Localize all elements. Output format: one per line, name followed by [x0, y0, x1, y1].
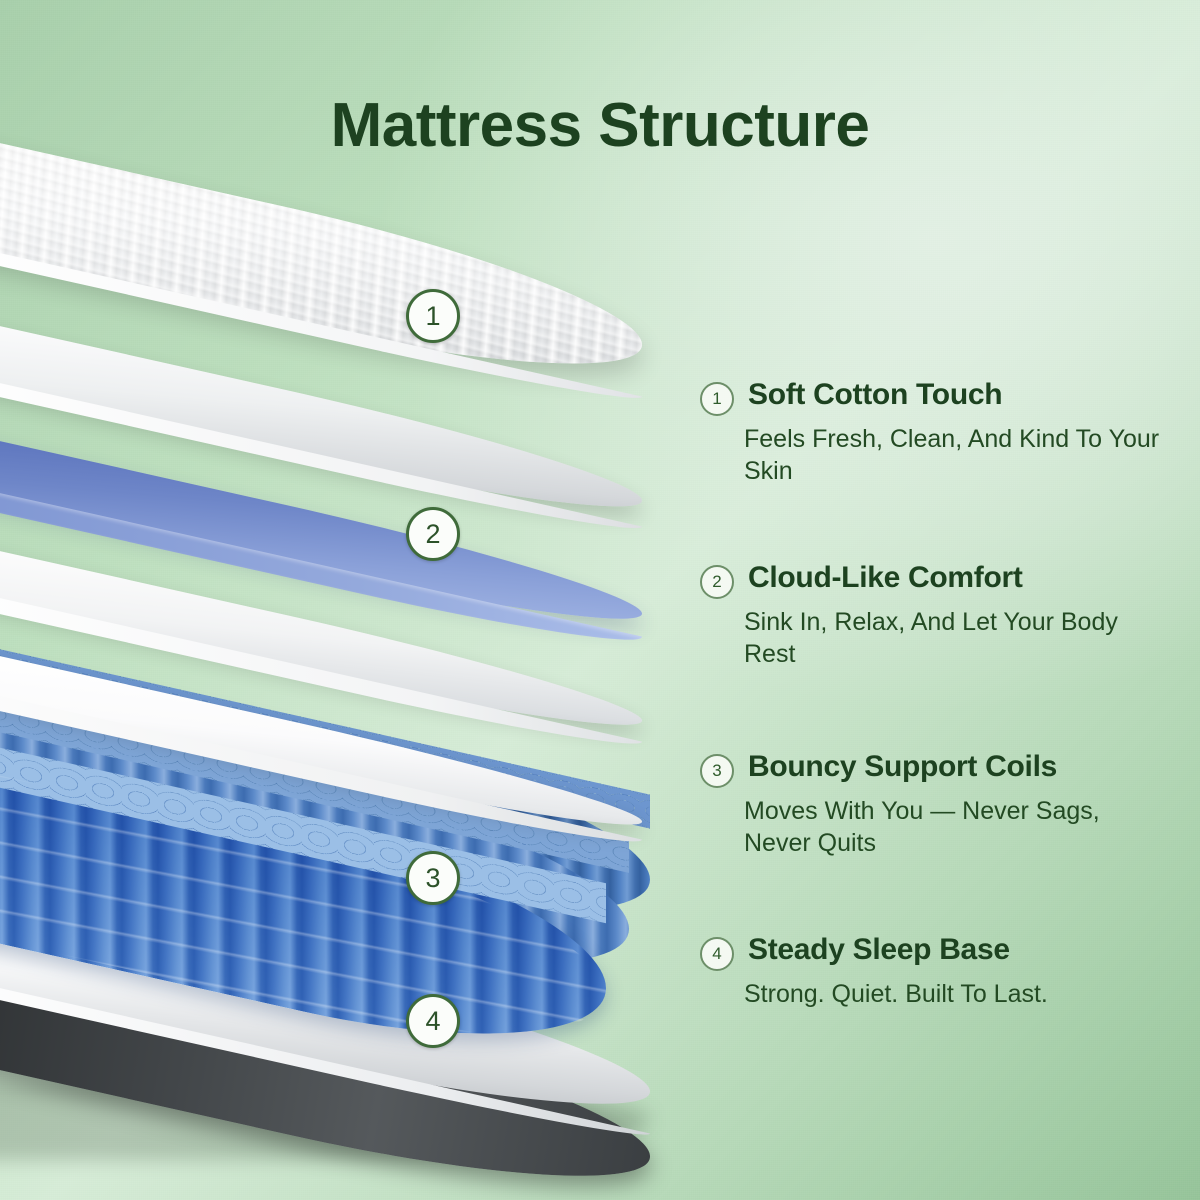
layer-badge-4-label: 4 [425, 1005, 441, 1036]
legend-item-2-desc: Sink In, Relax, And Let Your Body Rest [744, 608, 1118, 668]
layer-badge-1[interactable]: 1 [406, 289, 460, 343]
legend-item-1-desc: Feels Fresh, Clean, And Kind To Your Ski… [744, 425, 1160, 485]
legend-badge-3-label: 3 [712, 761, 722, 780]
legend-item-4-desc: Strong. Quiet. Built To Last. [744, 980, 1048, 1008]
legend-badge-1-label: 1 [712, 389, 722, 408]
legend-item-3-head: 3 Bouncy Support Coils [700, 750, 1170, 788]
legend-item-1-title: Soft Cotton Touch [748, 378, 1003, 411]
legend-badge-2-icon: 2 [700, 565, 734, 599]
legend-badge-4-label: 4 [712, 944, 722, 963]
legend-item-1[interactable]: 1 Soft Cotton Touch Feels Fresh, Clean, … [700, 378, 1170, 487]
legend-item-4[interactable]: 4 Steady Sleep Base Strong. Quiet. Built… [700, 933, 1170, 1010]
legend-item-3-desc: Moves With You — Never Sags, Never Quits [744, 797, 1100, 857]
legend-badge-2-label: 2 [712, 572, 722, 591]
legend-item-4-title: Steady Sleep Base [748, 933, 1010, 966]
layer-badge-1-label: 1 [425, 300, 441, 331]
layer-badge-3[interactable]: 3 [406, 851, 460, 905]
legend-badge-1-icon: 1 [700, 382, 734, 416]
slab-blue-gel-foam [0, 425, 642, 657]
legend-badge-3-icon: 3 [700, 754, 734, 788]
legend-item-4-head: 4 Steady Sleep Base [700, 933, 1170, 971]
legend-item-3[interactable]: 3 Bouncy Support Coils Moves With You — … [700, 750, 1170, 859]
legend-item-2[interactable]: 2 Cloud-Like Comfort Sink In, Relax, And… [700, 561, 1170, 670]
layer-badge-4[interactable]: 4 [406, 994, 460, 1048]
page-title: Mattress Structure [330, 90, 870, 160]
legend-item-2-title: Cloud-Like Comfort [748, 561, 1023, 594]
layer-badge-2[interactable]: 2 [406, 507, 460, 561]
legend-badge-4-icon: 4 [700, 937, 734, 971]
layer-badge-3-label: 3 [425, 862, 441, 893]
legend-item-2-head: 2 Cloud-Like Comfort [700, 561, 1170, 599]
legend-item-3-title: Bouncy Support Coils [748, 750, 1058, 783]
slab-white-foam-upper [0, 310, 642, 541]
slab-quilted-cover [0, 127, 642, 410]
layer-badge-2-label: 2 [425, 518, 441, 549]
exploded-mattress-diagram: 1 2 3 4 [0, 127, 710, 1200]
legend-item-1-head: 1 Soft Cotton Touch [700, 378, 1170, 416]
